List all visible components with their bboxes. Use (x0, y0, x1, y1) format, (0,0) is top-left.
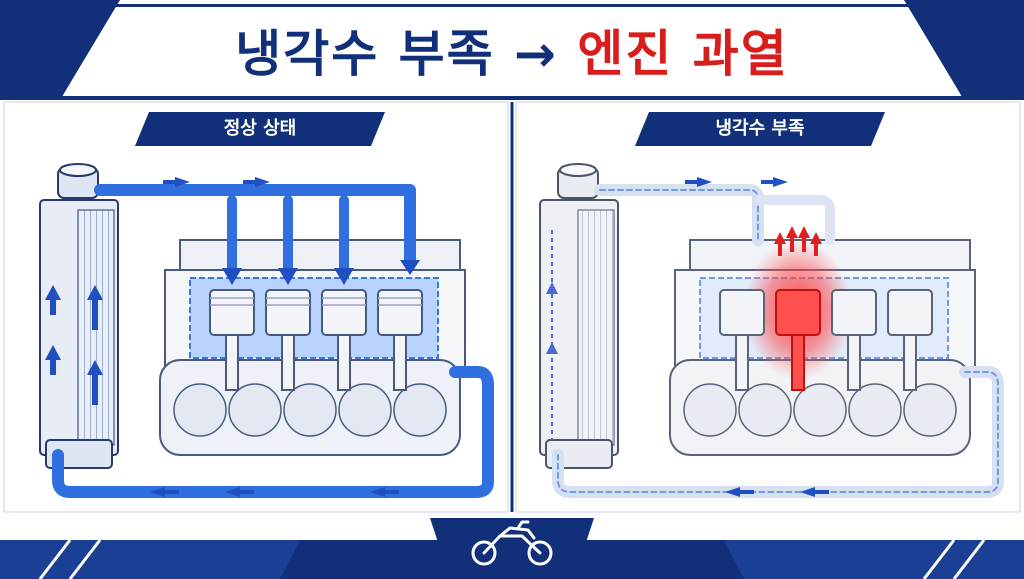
footer-bar (0, 518, 1024, 579)
title-cause: 냉각수 부족 (235, 25, 495, 83)
left-engine (159, 239, 466, 456)
left-flow-arrows (150, 177, 399, 497)
motorcycle-icon (471, 520, 553, 566)
left-panel-label: 정상 상태 (135, 112, 385, 146)
right-flow-arrows (685, 177, 829, 497)
right-radiator (539, 163, 619, 469)
right-coolant-pipes (552, 184, 1004, 498)
heat-rising-arrows (774, 226, 822, 256)
left-radiator (39, 163, 119, 469)
title-effect: 엔진 과열 (577, 25, 789, 83)
left-diagram (39, 163, 494, 498)
left-radiator-up-arrows (45, 285, 103, 405)
page-title: 냉각수 부족 → 엔진 과열 (0, 14, 1024, 86)
right-diagram (539, 163, 1004, 498)
title-arrow: → (514, 25, 558, 83)
left-coolant-pipes (52, 184, 494, 498)
header-decoration (0, 0, 1024, 100)
right-panel-label: 냉각수 부족 (635, 112, 885, 146)
right-pistons (719, 289, 933, 391)
right-engine (669, 226, 976, 456)
left-pistons (209, 289, 423, 391)
